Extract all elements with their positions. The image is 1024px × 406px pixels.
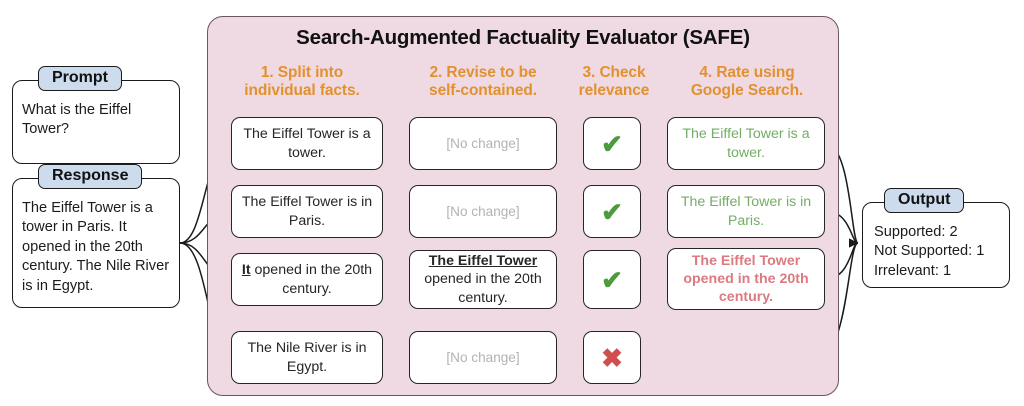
fact-rest-3: opened in the 20th century. <box>250 262 373 297</box>
output-irrelevant: Irrelevant: 1 <box>874 262 952 279</box>
check-icon: ✔ <box>601 128 623 159</box>
prompt-tag: Prompt <box>38 66 122 91</box>
relevance-cell-4: ✖ <box>583 331 641 384</box>
output-tag: Output <box>884 188 965 213</box>
revision-cell-4: [No change] <box>409 331 557 384</box>
step-4-line-1: 4. Rate using <box>699 64 795 81</box>
fact-pronoun-3: It <box>241 262 251 279</box>
step-3-line-2: relevance <box>578 82 650 100</box>
prompt-text: What is the Eiffel Tower? <box>22 102 132 138</box>
relevance-cell-3: ✔ <box>583 250 641 309</box>
step-4-line-2: Google Search. <box>690 82 804 100</box>
fact-cell-4: The Nile River is in Egypt. <box>231 331 383 384</box>
response-tag: Response <box>38 164 143 189</box>
step-1-line-1: 1. Split into <box>260 64 344 81</box>
check-icon: ✔ <box>601 196 623 227</box>
fact-text-2: The Eiffel Tower is in Paris. <box>241 194 373 229</box>
rating-cell-1: The Eiffel Tower is a tower. <box>667 117 825 170</box>
fact-text-4: The Nile River is in Egypt. <box>247 340 367 375</box>
output-not-supported: Not Supported: 1 <box>874 243 985 260</box>
revision-text-4: [No change] <box>446 349 520 365</box>
step-3-header: 3. Check relevance <box>562 64 666 101</box>
rating-text-3: The Eiffel Tower opened in the 20th cent… <box>683 252 809 306</box>
revision-text-1: [No change] <box>446 135 520 151</box>
rating-text-1: The Eiffel Tower is a tower. <box>682 126 810 161</box>
rating-text-2: The Eiffel Tower is in Paris. <box>680 194 812 229</box>
step-4-header: 4. Rate using Google Search. <box>666 64 828 101</box>
step-2-header: 2. Revise to be self-contained. <box>399 64 567 101</box>
cross-icon: ✖ <box>601 342 623 373</box>
revision-text-2: [No change] <box>446 203 520 219</box>
step-1-header: 1. Split into individual facts. <box>221 64 383 101</box>
check-icon: ✔ <box>601 264 623 295</box>
output-body: Supported: 2 Not Supported: 1 Irrelevant… <box>862 202 1010 288</box>
fact-text-3: It opened in the 20th century. <box>239 261 375 297</box>
revision-subject-3: The Eiffel Tower <box>428 253 538 270</box>
response-body: The Eiffel Tower is a tower in Paris. It… <box>12 178 180 308</box>
panel-title: Search-Augmented Factuality Evaluator (S… <box>296 26 750 49</box>
fact-cell-2: The Eiffel Tower is in Paris. <box>231 185 383 238</box>
fact-cell-3: It opened in the 20th century. <box>231 253 383 306</box>
relevance-cell-1: ✔ <box>583 117 641 170</box>
fact-text-1: The Eiffel Tower is a tower. <box>243 126 371 161</box>
prompt-body: What is the Eiffel Tower? <box>12 80 180 164</box>
response-text: The Eiffel Tower is a tower in Paris. It… <box>22 200 170 294</box>
revision-rest-3: opened in the 20th century. <box>424 271 542 306</box>
rating-cell-3: The Eiffel Tower opened in the 20th cent… <box>667 248 825 310</box>
revision-cell-2: [No change] <box>409 185 557 238</box>
revision-cell-1: [No change] <box>409 117 557 170</box>
output-supported: Supported: 2 <box>874 224 958 240</box>
step-2-line-2: self-contained. <box>429 82 537 100</box>
step-3-line-1: 3. Check <box>582 64 646 81</box>
step-1-line-2: individual facts. <box>244 82 360 100</box>
rating-cell-2: The Eiffel Tower is in Paris. <box>667 185 825 238</box>
step-2-line-1: 2. Revise to be <box>429 64 537 81</box>
fact-cell-1: The Eiffel Tower is a tower. <box>231 117 383 170</box>
relevance-cell-2: ✔ <box>583 185 641 238</box>
